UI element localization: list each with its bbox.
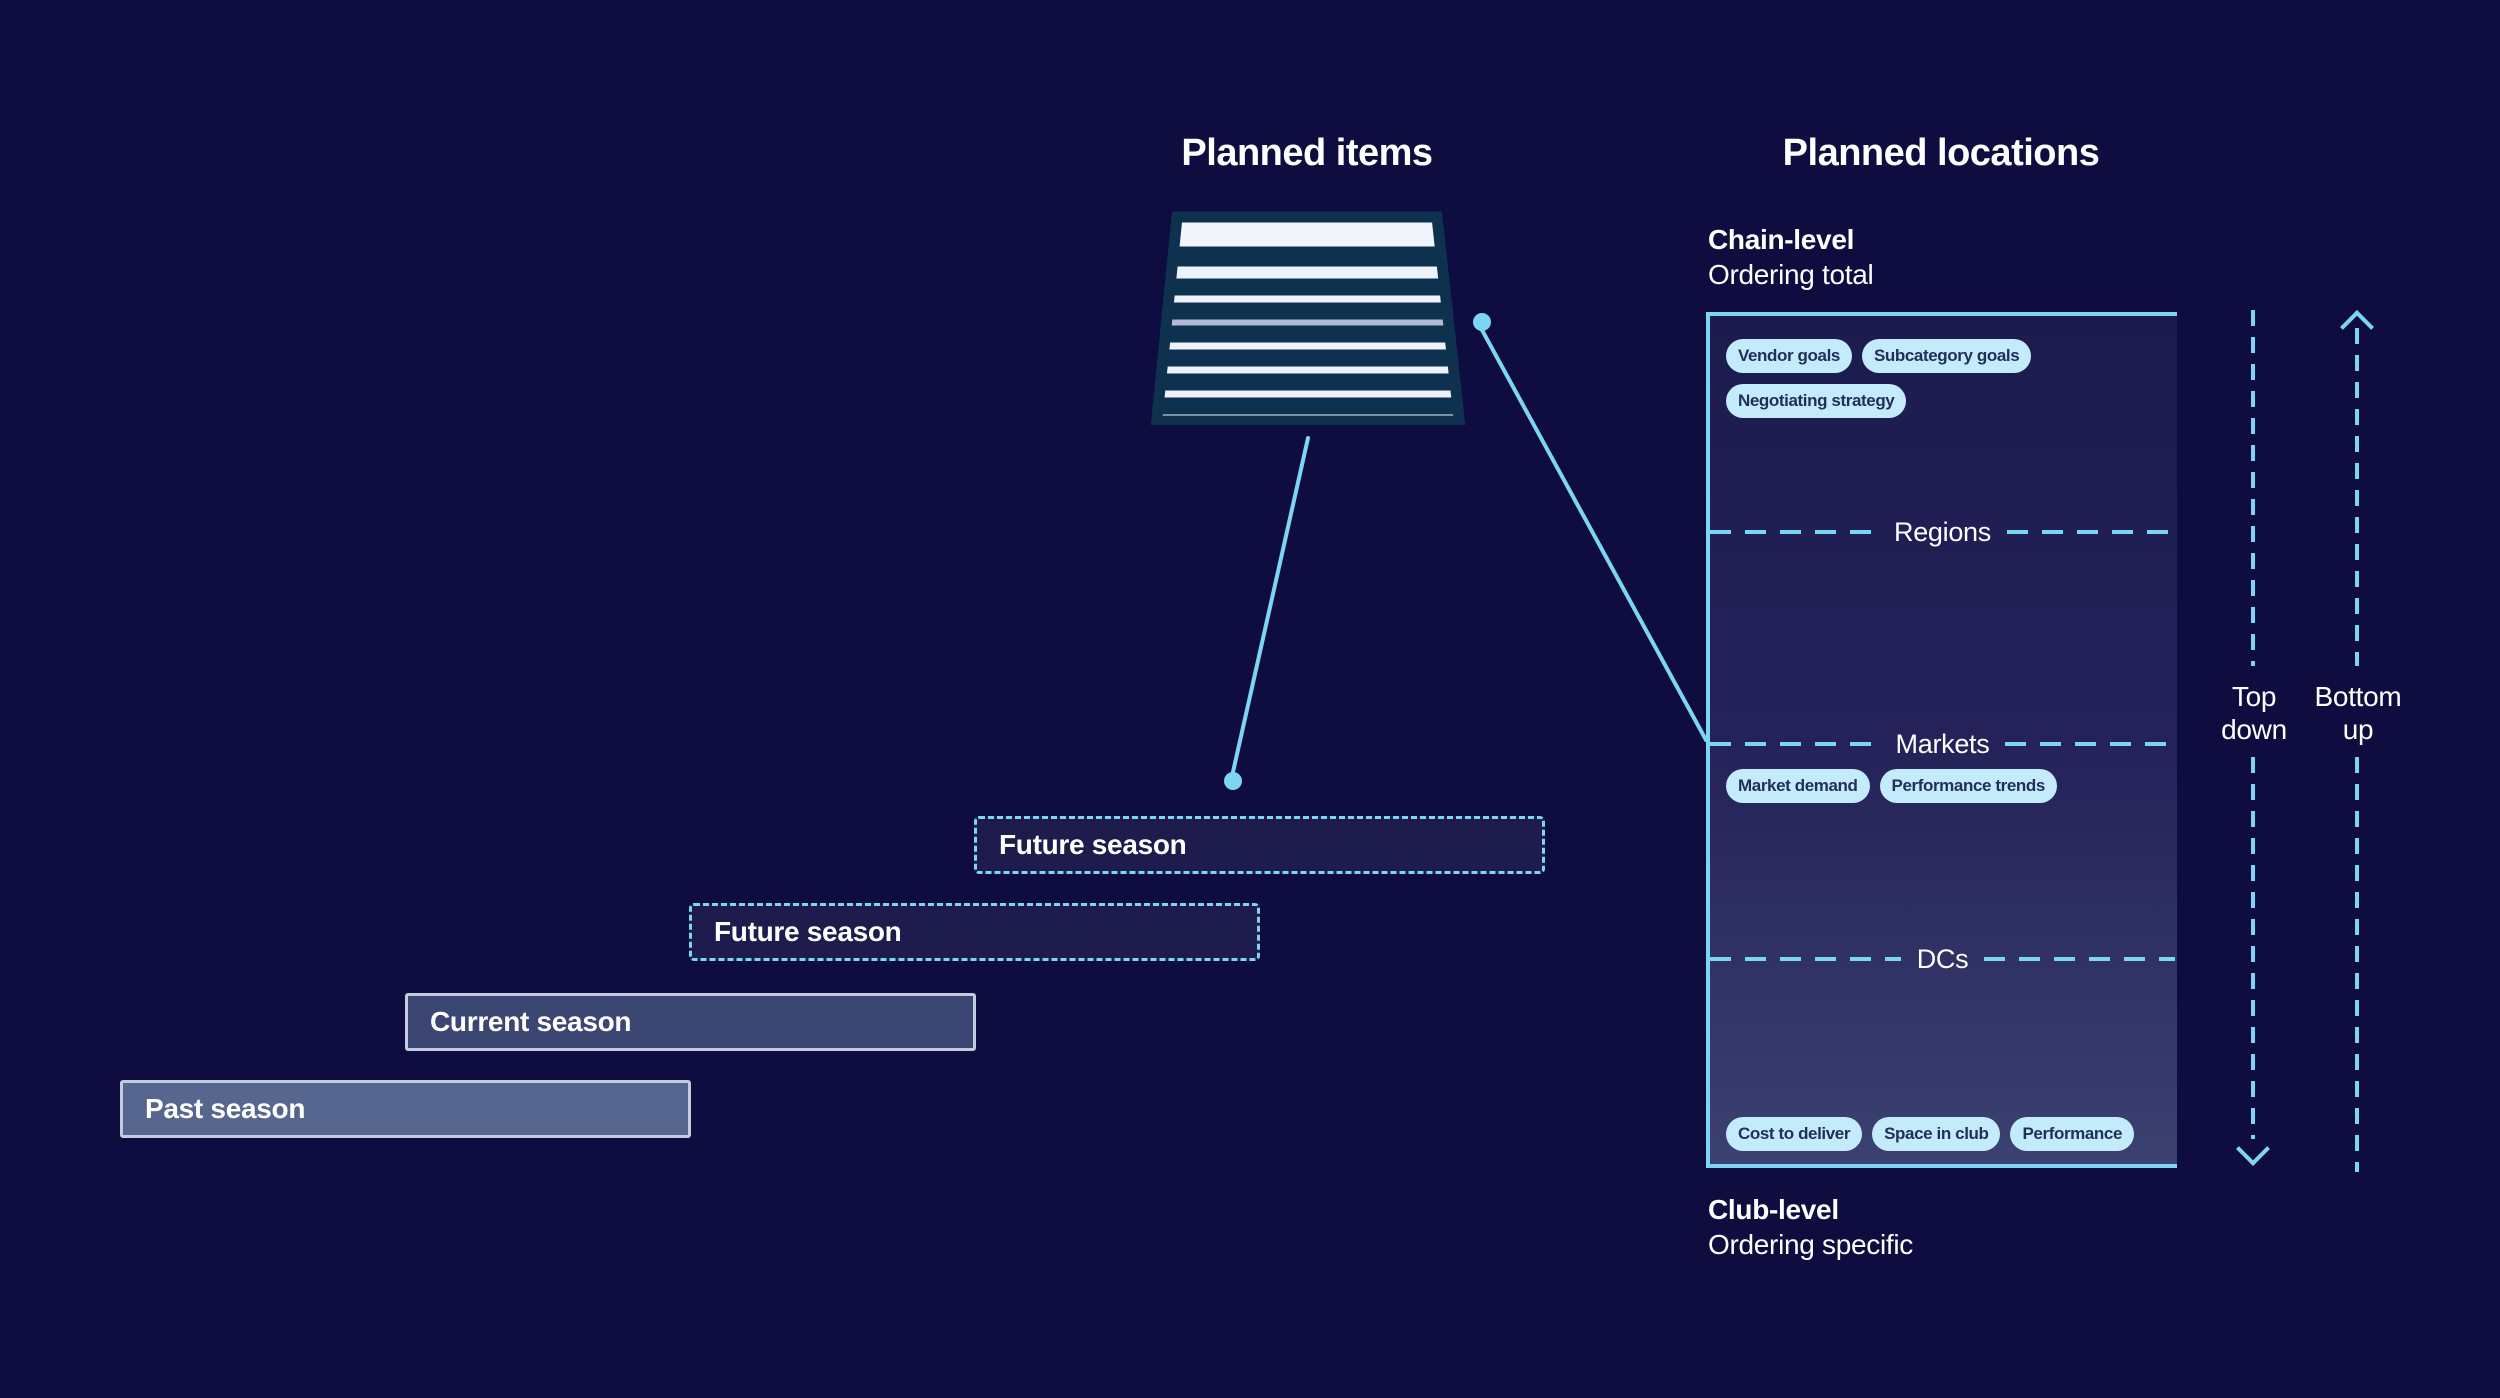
connector-line-to-future-season — [1231, 436, 1310, 774]
top-down-label: Top down — [2221, 681, 2287, 745]
pill-performance-trends: Performance trends — [1879, 769, 2057, 803]
club-level-label: Club-level Ordering specific — [1708, 1192, 1913, 1262]
layer-slice-highlight — [1159, 308, 1456, 337]
top-down-arrow-line — [2251, 757, 2255, 1139]
pill-market-demand: Market demand — [1726, 769, 1870, 803]
bottom-up-arrow-line — [2355, 757, 2359, 1172]
layer-slice — [1167, 211, 1447, 258]
layer-slice — [1154, 355, 1461, 385]
chain-level-label: Chain-level Ordering total — [1708, 222, 1874, 292]
chain-pill-row-1: Vendor goals Subcategory goals — [1726, 339, 2032, 373]
planned-items-title: Planned items — [1181, 132, 1433, 174]
regions-label: Regions — [1894, 516, 1991, 547]
arrow-down-icon — [2236, 1132, 2270, 1166]
bottom-up-arrow-line — [2355, 328, 2359, 666]
season-label: Future season — [999, 829, 1187, 860]
season-bar-past: Past season — [120, 1080, 691, 1138]
connector-line-to-markets — [1480, 328, 1708, 742]
season-bar-future-1: Future season — [974, 816, 1545, 874]
pill-negotiating-strategy: Negotiating strategy — [1726, 384, 1907, 418]
season-bar-future-2: Future season — [689, 903, 1260, 961]
pill-subcategory-goals: Subcategory goals — [1861, 339, 2032, 373]
season-bar-current: Current season — [405, 993, 976, 1051]
layer-slice — [1161, 284, 1454, 314]
chain-level-subheading: Ordering total — [1708, 259, 1874, 290]
dashed-line — [1710, 530, 1879, 534]
market-pill-row: Market demand Performance trends — [1726, 769, 2057, 803]
season-label: Future season — [714, 916, 902, 947]
dcs-label: DCs — [1916, 943, 1969, 974]
pill-performance: Performance — [2010, 1117, 2135, 1151]
planned-locations-box: Vendor goals Subcategory goals Negotiati… — [1706, 312, 2177, 1168]
chain-level-heading: Chain-level — [1708, 224, 1855, 255]
connector-dot-future-season — [1224, 772, 1242, 790]
chain-pill-row-2: Negotiating strategy — [1726, 384, 1907, 418]
dashed-line — [1710, 957, 1901, 961]
stacked-layers-icon — [1150, 211, 1466, 425]
season-label: Current season — [430, 1006, 632, 1037]
markets-divider: Markets — [1710, 726, 2176, 762]
club-level-subheading: Ordering specific — [1708, 1229, 1913, 1260]
layer-slice — [1164, 255, 1451, 290]
planned-locations-title: Planned locations — [1782, 132, 2100, 174]
layer-slice — [1150, 403, 1466, 425]
dashed-line — [2005, 742, 2176, 746]
layer-slice — [1157, 331, 1459, 361]
club-pill-row: Cost to deliver Space in club Performanc… — [1726, 1117, 2135, 1151]
top-down-arrow-line — [2251, 310, 2255, 666]
layer-slice — [1152, 379, 1464, 409]
dcs-divider: DCs — [1710, 941, 2176, 977]
season-label: Past season — [145, 1093, 306, 1124]
club-level-heading: Club-level — [1708, 1194, 1839, 1225]
pill-space-in-club: Space in club — [1872, 1117, 2001, 1151]
dashed-line — [1710, 742, 1880, 746]
dashed-line — [2006, 530, 2175, 534]
bottom-up-label: Bottom up — [2314, 681, 2402, 745]
markets-label: Markets — [1895, 728, 1990, 759]
dashed-line — [1984, 957, 2176, 961]
regions-divider: Regions — [1710, 514, 2175, 550]
pill-vendor-goals: Vendor goals — [1726, 339, 1852, 373]
pill-cost-to-deliver: Cost to deliver — [1726, 1117, 1863, 1151]
